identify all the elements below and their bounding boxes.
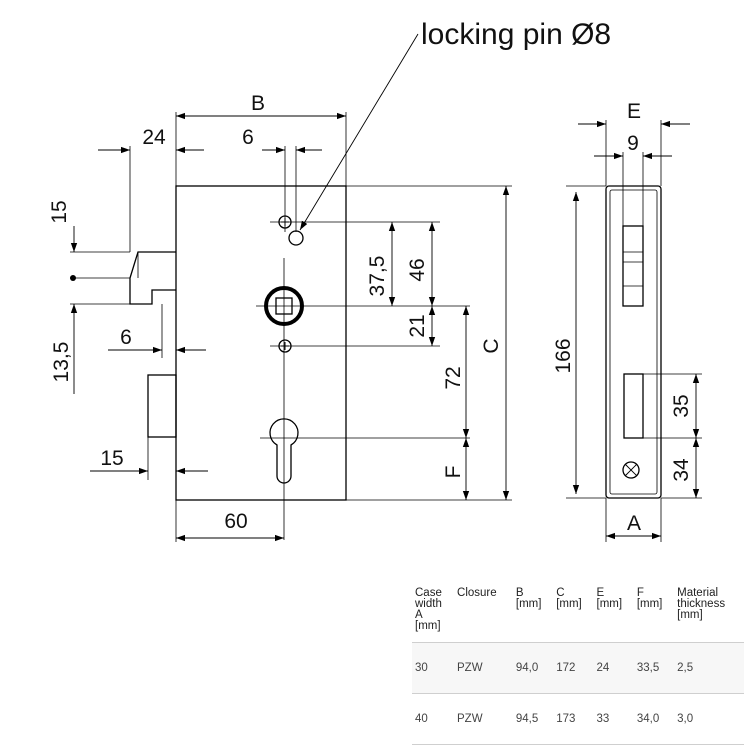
dim-label-15-left: 15 <box>48 200 71 223</box>
side-latch <box>622 225 644 307</box>
dim-label-34: 34 <box>670 458 693 482</box>
dim-label-13-5: 13,5 <box>50 342 73 383</box>
header-C: C[mm] <box>556 587 582 610</box>
cell-material-thickness: 3,0 <box>674 693 744 745</box>
callout-locking-pin: locking pin Ø8 <box>421 18 611 51</box>
dim-label-9: 9 <box>627 132 639 155</box>
dim-label-72: 72 <box>442 366 465 389</box>
dim-label-15-bottom: 15 <box>100 447 123 470</box>
cell-E: 33 <box>593 693 634 745</box>
dim-label-A: A <box>627 512 641 535</box>
cell-C: 173 <box>553 693 594 745</box>
dim-label-21: 21 <box>406 314 429 337</box>
table-row: 40 PZW 94,5 173 33 34,0 3,0 <box>412 693 744 745</box>
dim-label-6-mid: 6 <box>120 326 132 349</box>
cell-B: 94,5 <box>512 693 554 745</box>
dim-label-E: E <box>627 100 641 123</box>
cell-B: 94,0 <box>512 642 554 694</box>
side-view <box>566 120 702 542</box>
dimension-labels: locking pin Ø8 B 24 6 15 13,5 6 15 60 37… <box>48 18 693 535</box>
side-case-outline <box>605 185 662 499</box>
header-F: F[mm] <box>636 587 663 610</box>
dim-label-60: 60 <box>224 510 247 533</box>
cell-closure: PZW <box>454 642 513 694</box>
header-E: E[mm] <box>596 587 623 610</box>
side-dead-bolt <box>623 373 644 439</box>
header-closure: Closure <box>457 587 497 599</box>
dim-label-C: C <box>480 338 503 353</box>
cell-case-width: 40 <box>412 693 455 745</box>
cell-material-thickness: 2,5 <box>674 642 744 694</box>
dim-label-24: 24 <box>142 126 166 149</box>
dim-label-166: 166 <box>552 338 575 373</box>
cell-E: 24 <box>593 642 634 694</box>
dim-label-F: F <box>442 466 465 479</box>
header-B: B[mm] <box>515 587 542 610</box>
cell-F: 33,5 <box>633 642 675 694</box>
dim-label-B: B <box>251 92 265 115</box>
dimension-lines <box>70 112 510 542</box>
dim-label-46: 46 <box>406 258 429 281</box>
dim-label-35: 35 <box>670 394 693 417</box>
side-screw <box>622 461 640 479</box>
cell-case-width: 30 <box>412 642 455 694</box>
cell-closure: PZW <box>454 693 513 745</box>
callout-leader <box>299 33 419 231</box>
table-row: 30 PZW 94,0 172 24 33,5 2,5 <box>412 642 744 694</box>
technical-drawing: locking pin Ø8 B 24 6 15 13,5 6 15 60 37… <box>48 18 702 542</box>
dim-label-6-top: 6 <box>242 126 254 149</box>
dim-label-37-5: 37,5 <box>366 256 389 297</box>
lock-case-outline <box>175 185 347 501</box>
front-view <box>70 33 512 542</box>
dead-bolt <box>147 374 177 438</box>
cell-C: 172 <box>553 642 594 694</box>
cell-F: 34,0 <box>633 693 675 745</box>
latch-bolt <box>129 251 176 305</box>
cylinder-keyhole <box>269 418 299 484</box>
